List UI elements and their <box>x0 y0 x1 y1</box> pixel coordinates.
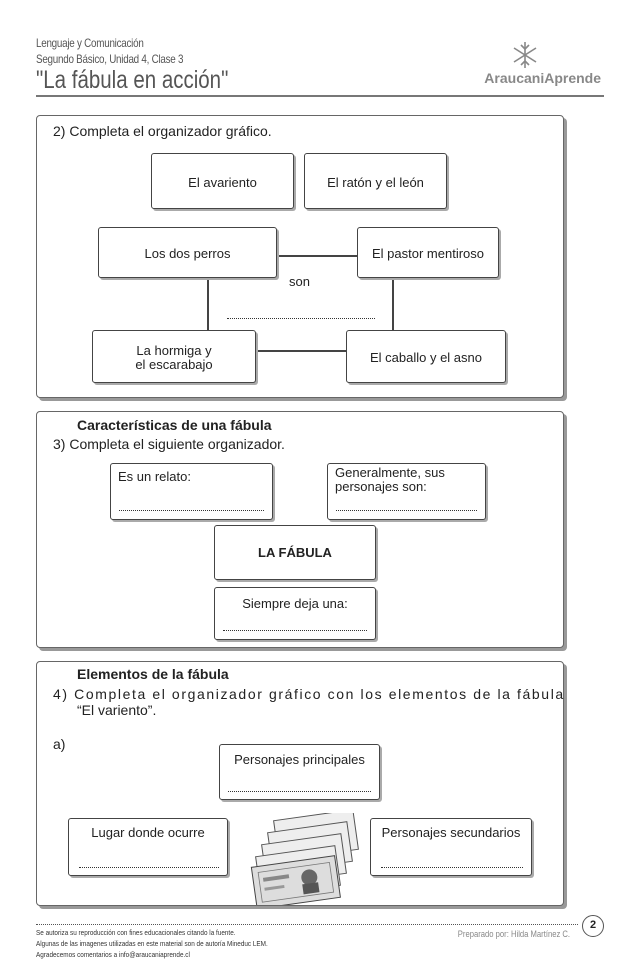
connector-line-top <box>277 255 357 257</box>
answer-blank-lugar[interactable] <box>79 867 219 868</box>
section-2-instruction: 2) Completa el organizador gráfico. <box>53 123 272 139</box>
box-label: Los dos perros <box>144 246 231 261</box>
box-label: El pastor mentiroso <box>372 246 484 261</box>
section-4-heading: Elementos de la fábula <box>77 666 229 682</box>
box-los-dos-perros: Los dos perros <box>98 227 277 278</box>
box-label: El avariento <box>188 175 257 190</box>
box-la-fabula: LA FÁBULA <box>214 525 376 580</box>
box-lugar-donde-ocurre: Lugar donde ocurre <box>68 818 228 876</box>
section-4-instruction: 4) Completa el organizador gráfico con l… <box>53 686 565 702</box>
page-number: 2 <box>582 915 604 937</box>
box-label-line-1: Generalmente, sus <box>335 465 445 480</box>
section-4-instruction-cont: “El variento”. <box>77 702 157 718</box>
box-label: Personajes principales <box>234 752 365 767</box>
footer-divider <box>36 924 578 925</box>
box-el-pastor-mentiroso: El pastor mentiroso <box>357 227 499 278</box>
answer-blank-principales[interactable] <box>228 791 371 792</box>
answer-blank-secundarios[interactable] <box>381 867 523 868</box>
box-label-line-2: personajes son: <box>335 479 427 494</box>
box-label-line-1: La hormiga y <box>136 343 212 358</box>
box-el-avariento: El avariento <box>151 153 294 209</box>
footer-line-2: Algunas de las imagenes utilizadas en es… <box>36 939 268 948</box>
box-label: El ratón y el león <box>327 175 424 190</box>
answer-blank-personajes[interactable] <box>336 510 477 511</box>
subject-label: Lenguaje y Comunicación <box>36 36 144 50</box>
page-title: "La fábula en acción" <box>36 66 229 94</box>
box-personajes-secundarios: Personajes secundarios <box>370 818 532 876</box>
box-la-hormiga-y-el-escarabajo: La hormiga y el escarabajo <box>92 330 256 383</box>
answer-blank-siempre[interactable] <box>223 630 367 631</box>
box-label: La hormiga y el escarabajo <box>93 344 255 372</box>
brand-name: AraucaniAprende <box>484 70 601 86</box>
box-personajes-principales: Personajes principales <box>219 744 380 800</box>
connector-label-son: son <box>289 274 310 289</box>
answer-blank-son[interactable] <box>227 318 375 319</box>
footer-line-1: Se autoriza su reproducción con fines ed… <box>36 928 236 937</box>
connector-line-left <box>207 276 209 331</box>
connector-line-right <box>392 276 394 331</box>
unit-label: Segundo Básico, Unidad 4, Clase 3 <box>36 52 184 66</box>
money-bills-illustration <box>250 813 359 905</box>
box-personajes-son: Generalmente, sus personajes son: <box>327 463 486 520</box>
answer-blank-relato[interactable] <box>119 510 264 511</box>
box-label: Generalmente, sus personajes son: <box>335 466 445 494</box>
section-4-sub-a: a) <box>53 736 66 752</box>
box-siempre-deja-una: Siempre deja una: <box>214 587 376 640</box>
box-el-raton-y-el-leon: El ratón y el león <box>304 153 447 209</box>
box-label: Personajes secundarios <box>381 825 521 840</box>
box-label: El caballo y el asno <box>369 350 482 365</box>
section-3-instruction: 3) Completa el siguiente organizador. <box>53 436 285 452</box>
box-label: Lugar donde ocurre <box>91 825 205 840</box>
header-divider <box>36 95 604 97</box>
box-label: Siempre deja una: <box>242 596 348 611</box>
footer-prepared-by: Preparado por: Hilda Martínez C. <box>457 929 570 939</box>
snowflake-logo-icon <box>513 42 537 68</box>
box-el-caballo-y-el-asno: El caballo y el asno <box>346 330 506 383</box>
box-label: Es un relato: <box>118 469 191 484</box>
connector-line-bottom <box>256 350 346 352</box>
box-label: LA FÁBULA <box>258 545 332 560</box>
box-es-un-relato: Es un relato: <box>110 463 273 520</box>
section-3-heading: Características de una fábula <box>77 417 272 433</box>
footer-line-3[interactable]: Agradecemos comentarios a info@araucania… <box>36 950 190 959</box>
box-label-line-2: el escarabajo <box>135 357 213 372</box>
